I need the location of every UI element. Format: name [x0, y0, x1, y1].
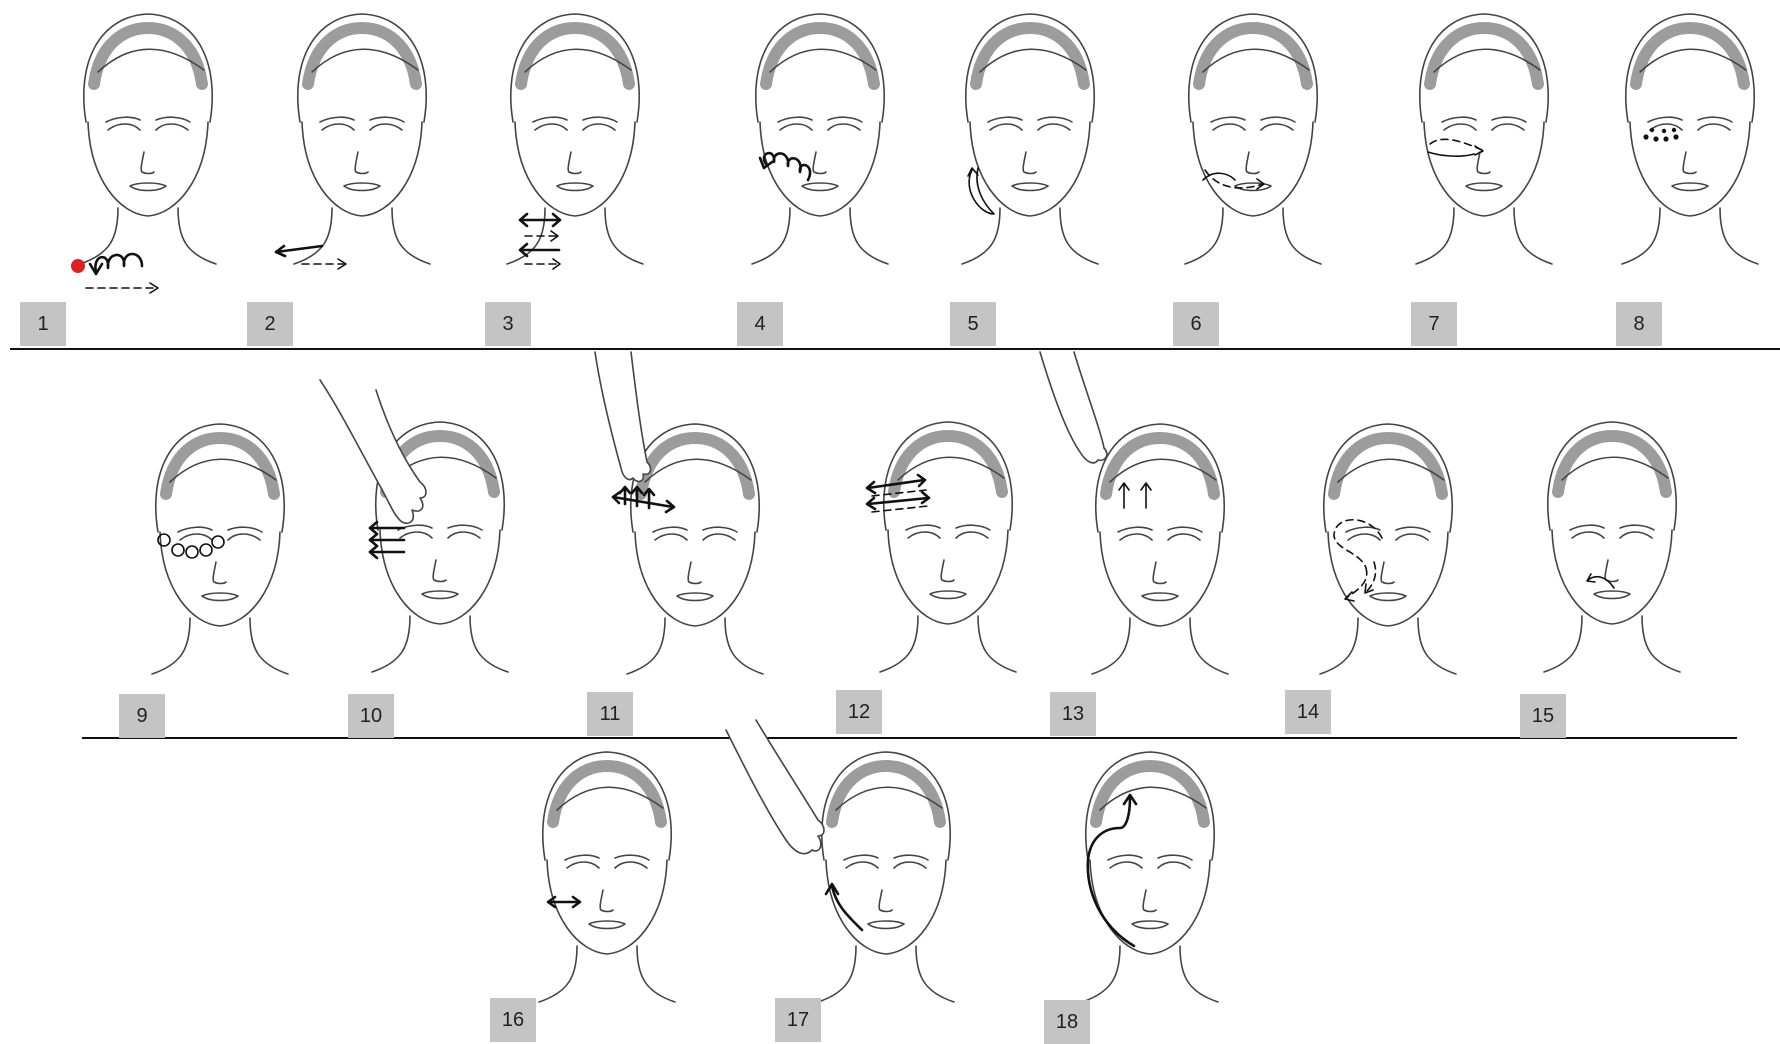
face-neck-stroke-diagram: [252, 2, 472, 282]
face-side-contour-lift-diagram: [1040, 740, 1260, 1020]
step-2-illustration: [252, 2, 472, 282]
step-18-illustration: [1040, 740, 1260, 1020]
step-badge-3: 3: [485, 302, 531, 346]
face-hand-cheek-lift-diagram: [776, 740, 996, 1020]
step-badge-13: 13: [1050, 692, 1096, 736]
hand: [726, 720, 824, 854]
face-jaw-spiral-diagram: [710, 2, 930, 282]
face-cheek-curve-diagram: [1374, 2, 1594, 282]
face-jawline-loop-diagram: [920, 2, 1140, 282]
face-mouth-curve-diagram: [1143, 2, 1363, 282]
face-neck-spiral-diagram: [38, 2, 258, 282]
step-4-illustration: [710, 2, 930, 282]
row-divider-1: [10, 348, 1780, 350]
step-badge-16: 16: [490, 998, 536, 1042]
under-eye-dots: [1643, 128, 1678, 142]
hand: [1040, 352, 1107, 463]
step-badge-2: 2: [247, 302, 293, 346]
step-10-illustration: [330, 410, 550, 690]
step-badge-17: 17: [775, 998, 821, 1042]
face-cheek-zigzag-diagram: [1278, 412, 1498, 692]
step-11-illustration: [585, 412, 805, 692]
step-badge-5: 5: [950, 302, 996, 346]
step-badge-8: 8: [1616, 302, 1662, 346]
face-hand-brow-strokes-diagram: [585, 412, 805, 692]
step-badge-14: 14: [1285, 690, 1331, 734]
face-under-eye-circles-diagram: [110, 412, 330, 692]
hand: [595, 352, 650, 481]
upward-arrows: [1119, 483, 1151, 508]
face-mouth-corner-arrow-diagram: [1502, 410, 1722, 690]
step-15-illustration: [1502, 410, 1722, 690]
step-badge-7: 7: [1411, 302, 1457, 346]
step-6-illustration: [1143, 2, 1363, 282]
face-hand-forehead-lift-diagram: [1050, 412, 1270, 692]
face-hand-eye-strokes-diagram: [330, 410, 550, 690]
cheek-dashed-arrow: [1430, 139, 1482, 150]
step-badge-12: 12: [836, 690, 882, 734]
step-badge-10: 10: [348, 694, 394, 738]
step-9-illustration: [110, 412, 330, 692]
step-badge-15: 15: [1520, 694, 1566, 738]
step-14-illustration: [1278, 412, 1498, 692]
step-5-illustration: [920, 2, 1140, 282]
under-eye-circles: [158, 534, 224, 558]
step-16-illustration: [497, 740, 717, 1020]
step-7-illustration: [1374, 2, 1594, 282]
step-badge-1: 1: [20, 302, 66, 346]
step-badge-11: 11: [587, 692, 633, 736]
jaw-spiral-arrow: [764, 153, 810, 180]
step-12-illustration: [838, 410, 1058, 690]
face-neck-horizontal-strokes-diagram: [465, 2, 685, 282]
row-divider-2: [82, 737, 1737, 739]
step-13-illustration: [1050, 412, 1270, 692]
face-mouth-double-arrow-diagram: [497, 740, 717, 1020]
step-1-illustration: [38, 2, 258, 282]
step-8-illustration: [1580, 2, 1780, 282]
step-3-illustration: [465, 2, 685, 282]
face-forehead-strokes-diagram: [838, 410, 1058, 690]
start-dot: [71, 259, 85, 273]
step-17-illustration: [776, 740, 996, 1020]
step-badge-6: 6: [1173, 302, 1219, 346]
step-badge-9: 9: [119, 694, 165, 738]
step-badge-18: 18: [1044, 1000, 1090, 1044]
face-under-eye-dots-diagram: [1580, 2, 1780, 282]
double-arrows: [520, 214, 560, 269]
step-badge-4: 4: [737, 302, 783, 346]
left-arrows: [370, 522, 404, 558]
